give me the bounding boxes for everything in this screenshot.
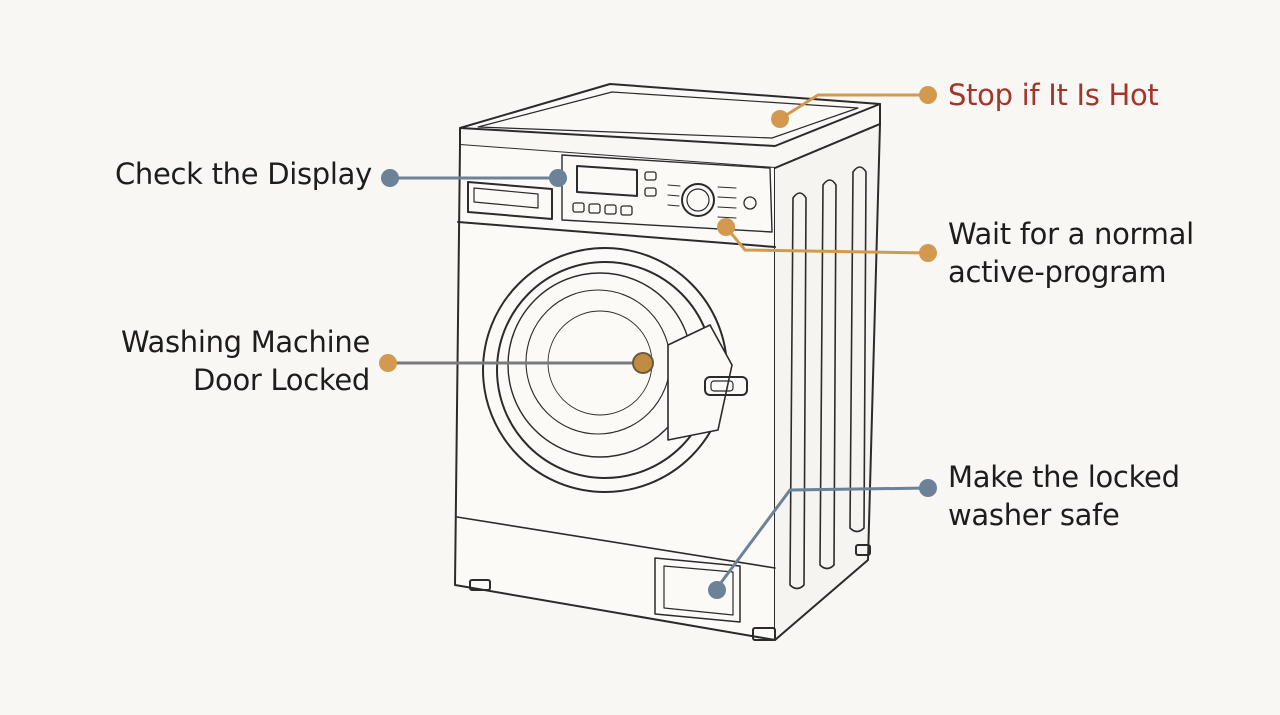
marker-wait-program-label xyxy=(919,244,937,262)
callout-lines xyxy=(386,93,930,590)
marker-stop-hot-point xyxy=(771,110,789,128)
callout-wait-program-line1: Wait for a normal xyxy=(948,217,1194,251)
callout-check-display: Check the Display xyxy=(90,155,372,193)
leader-line-wait-program xyxy=(724,225,930,255)
callout-markers xyxy=(379,86,937,599)
marker-check-display-point xyxy=(549,169,567,187)
callout-make-safe: Make the locked washer safe xyxy=(948,458,1180,534)
callout-wait-program: Wait for a normal active-program xyxy=(948,215,1194,291)
callout-door-locked-line2: Door Locked xyxy=(192,363,370,397)
marker-door-locked-point xyxy=(632,352,654,374)
callout-make-safe-line1: Make the locked xyxy=(948,460,1180,494)
callout-wait-program-line2: active-program xyxy=(948,255,1167,289)
leader-line-stop-hot xyxy=(778,93,930,121)
callout-stop-hot: Stop if It Is Hot xyxy=(948,76,1159,114)
callout-check-display-text: Check the Display xyxy=(114,157,372,191)
marker-check-display-label xyxy=(381,169,399,187)
callout-door-locked: Washing Machine Door Locked xyxy=(90,323,370,399)
leader-line-make-safe xyxy=(715,486,930,590)
washing-machine-illustration xyxy=(454,83,881,641)
marker-door-locked-label xyxy=(379,354,397,372)
marker-stop-hot-label xyxy=(919,86,937,104)
callout-door-locked-line1: Washing Machine xyxy=(120,325,370,359)
marker-make-safe-point xyxy=(708,581,726,599)
marker-make-safe-label xyxy=(919,479,937,497)
callout-stop-hot-text: Stop if It Is Hot xyxy=(948,78,1159,112)
marker-wait-program-point xyxy=(717,218,735,236)
callout-make-safe-line2: washer safe xyxy=(948,498,1120,532)
